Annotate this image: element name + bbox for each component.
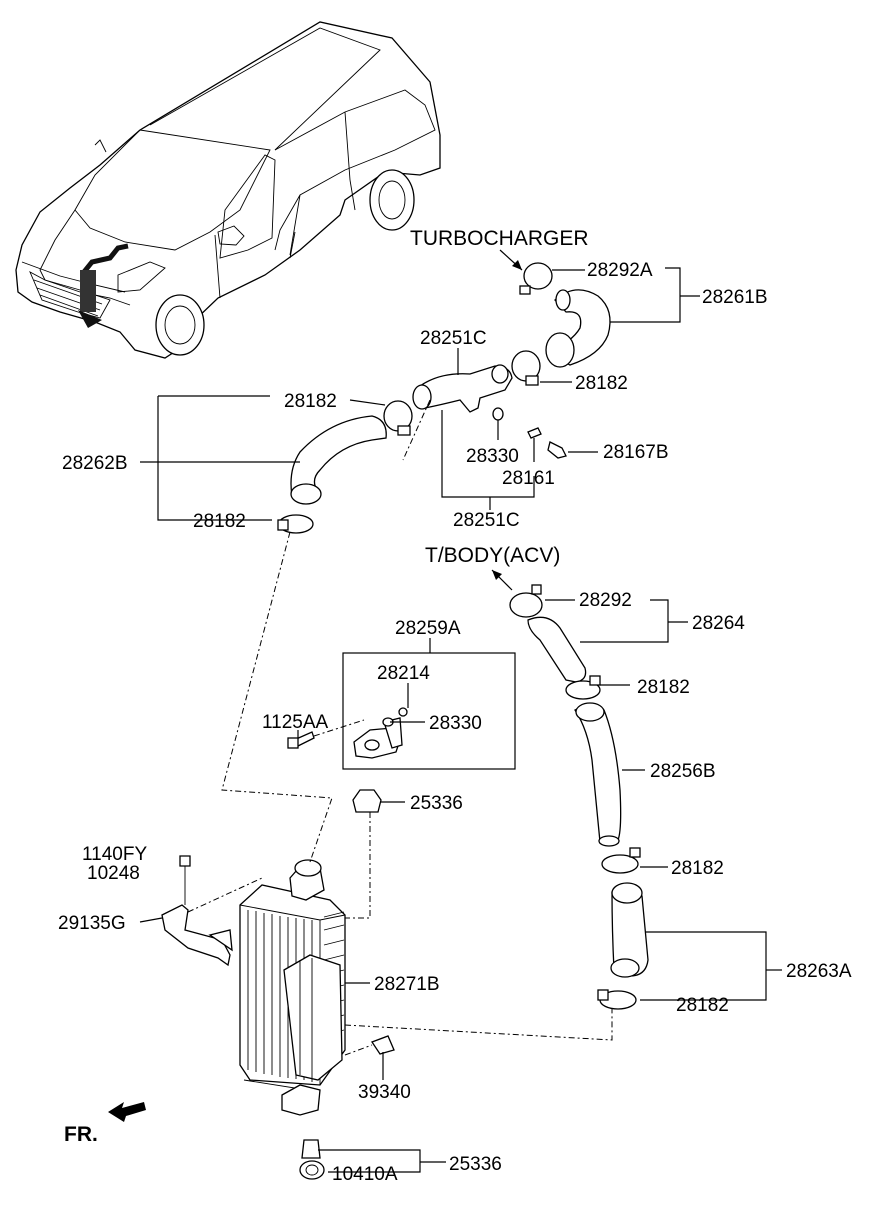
- label-10410A: 10410A: [332, 1164, 398, 1185]
- label-28167B: 28167B: [603, 442, 669, 463]
- label-29135G: 29135G: [58, 913, 126, 934]
- label-28264: 28264: [692, 613, 745, 634]
- label-28271B: 28271B: [374, 974, 440, 995]
- right-hose-assembly: [491, 569, 649, 1010]
- label-turbocharger: TURBOCHARGER: [410, 227, 589, 250]
- intercooler: [161, 855, 395, 1180]
- label-28256B: 28256B: [650, 761, 716, 782]
- part-labels: TURBOCHARGER 28292A 28261B 28251C 28182 …: [58, 227, 852, 1185]
- label-28251C-bottom: 28251C: [453, 510, 520, 531]
- label-28259A: 28259A: [395, 618, 461, 639]
- upper-hose-assembly: [277, 249, 611, 534]
- label-1125AA: 1125AA: [262, 712, 329, 733]
- label-28214: 28214: [377, 663, 430, 684]
- label-28292A: 28292A: [587, 260, 653, 281]
- label-28182-b: 28182: [284, 391, 337, 412]
- label-1140FY: 1140FY: [82, 844, 147, 865]
- label-39340: 39340: [358, 1082, 411, 1103]
- label-28161: 28161: [502, 468, 555, 489]
- label-28292: 28292: [579, 590, 632, 611]
- label-28261B: 28261B: [702, 287, 768, 308]
- front-label: FR.: [64, 1123, 98, 1146]
- label-28182-e: 28182: [671, 858, 724, 879]
- label-28263A: 28263A: [786, 961, 852, 982]
- label-28330-b: 28330: [429, 713, 482, 734]
- label-28251C-top: 28251C: [420, 328, 487, 349]
- vehicle-illustration: [15, 21, 441, 359]
- label-tbody: T/BODY(ACV): [425, 544, 560, 567]
- label-28262B: 28262B: [62, 453, 128, 474]
- label-25336-a: 25336: [410, 793, 463, 814]
- label-28330-a: 28330: [466, 446, 519, 467]
- label-28182-c: 28182: [193, 511, 246, 532]
- front-direction-indicator: FR.: [64, 1102, 146, 1146]
- bracket-callout-box: [342, 652, 516, 770]
- label-10248: 10248: [87, 863, 140, 884]
- label-28182-f: 28182: [676, 995, 729, 1016]
- label-25336-b: 25336: [449, 1154, 502, 1175]
- label-28182-a: 28182: [575, 373, 628, 394]
- leader-lines: [139, 267, 782, 1173]
- bracket-assembly: [287, 652, 516, 813]
- label-28182-d: 28182: [637, 677, 690, 698]
